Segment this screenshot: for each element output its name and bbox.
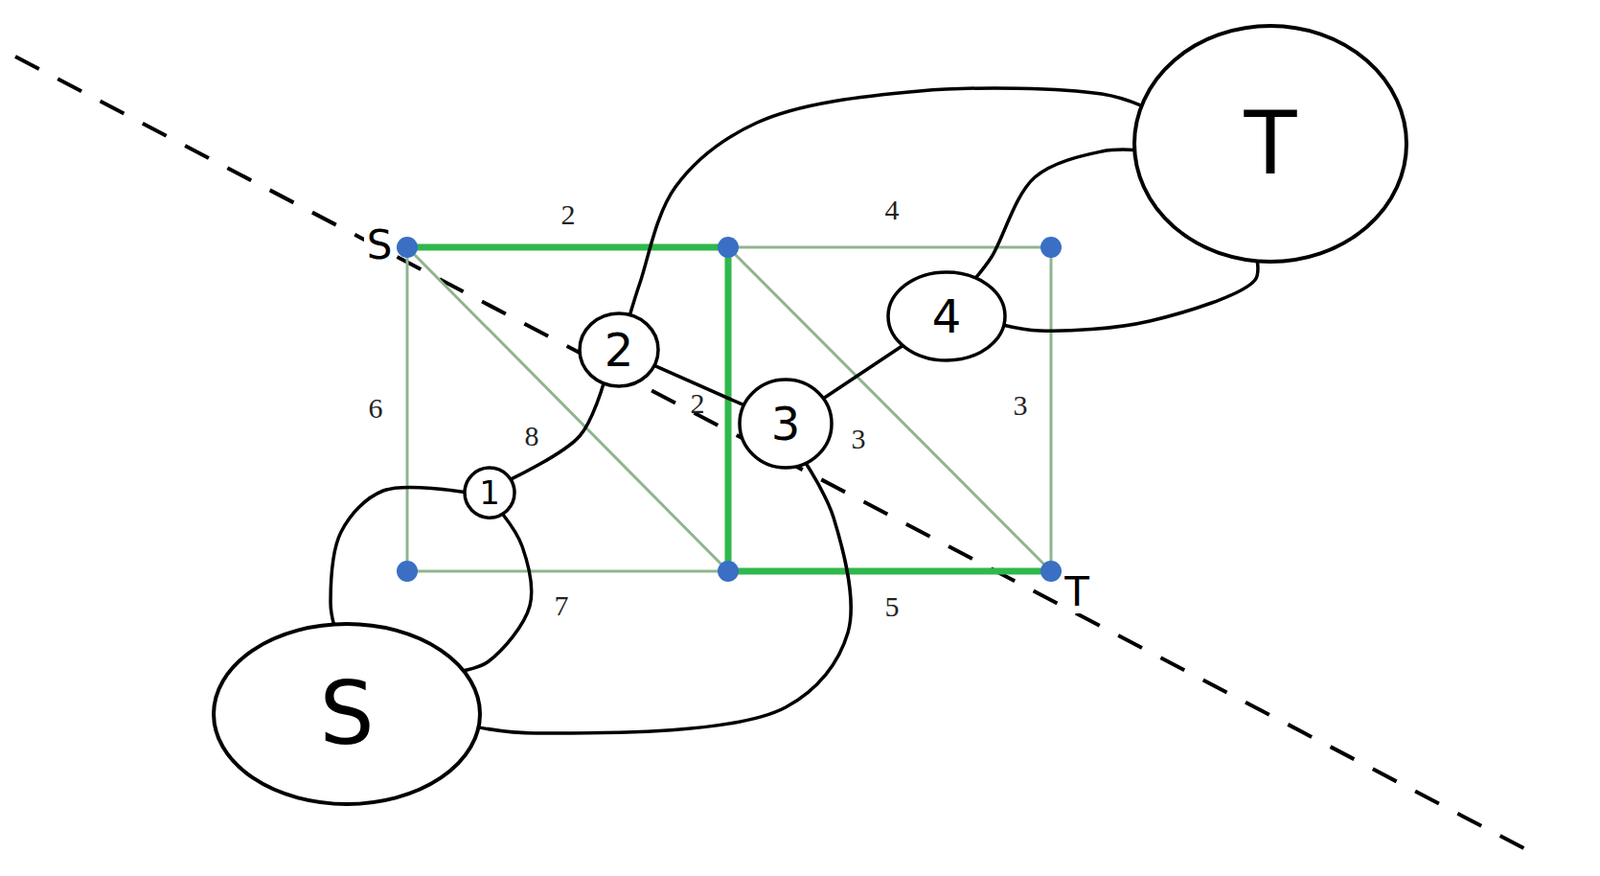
edge-weight: 7	[554, 591, 570, 620]
outline-ellipse	[739, 379, 832, 468]
face-circle: 1	[462, 465, 517, 520]
thin-edges	[407, 247, 1052, 572]
edge-weight: 2	[690, 388, 706, 418]
face-number: 1	[479, 476, 501, 509]
dual-edge	[975, 149, 1135, 278]
dual-edge	[330, 486, 465, 624]
face-circle: 4	[886, 270, 1007, 363]
vertex-label: T	[1061, 571, 1093, 614]
outline-ellipse	[464, 467, 515, 518]
face-number: 3	[771, 400, 801, 447]
edge-weight: 6	[368, 393, 384, 423]
outline-ellipse	[579, 313, 659, 387]
face-circle: 3	[737, 377, 834, 470]
face-number: T	[1244, 100, 1298, 187]
dual-edge	[510, 383, 604, 480]
dual-edge	[822, 344, 903, 398]
outer-face-blob: S	[211, 621, 482, 806]
dual-edge	[629, 88, 1142, 316]
edge-weight: 3	[1013, 390, 1029, 420]
outline-ellipse	[888, 272, 1006, 361]
dual-edge	[478, 462, 851, 733]
edge-weight: 4	[885, 195, 900, 225]
outer-face-blob: T	[1132, 23, 1409, 264]
edge-weight: 3	[851, 424, 867, 454]
face-number: S	[319, 670, 374, 757]
edge-weight: 8	[525, 421, 540, 451]
outline-ellipse	[213, 623, 480, 804]
face-number: 2	[604, 326, 635, 373]
bold-edges	[407, 247, 1052, 572]
dual-edge	[463, 513, 532, 670]
face-number: 4	[932, 293, 962, 340]
vertices	[396, 236, 1062, 582]
dual-edge	[1004, 260, 1258, 331]
vertex-label: S	[364, 224, 396, 267]
face-circle: 2	[577, 311, 661, 389]
edge-weight: 2	[561, 200, 576, 229]
edge-weight: 5	[885, 592, 900, 621]
outline-ellipse	[1134, 25, 1407, 262]
